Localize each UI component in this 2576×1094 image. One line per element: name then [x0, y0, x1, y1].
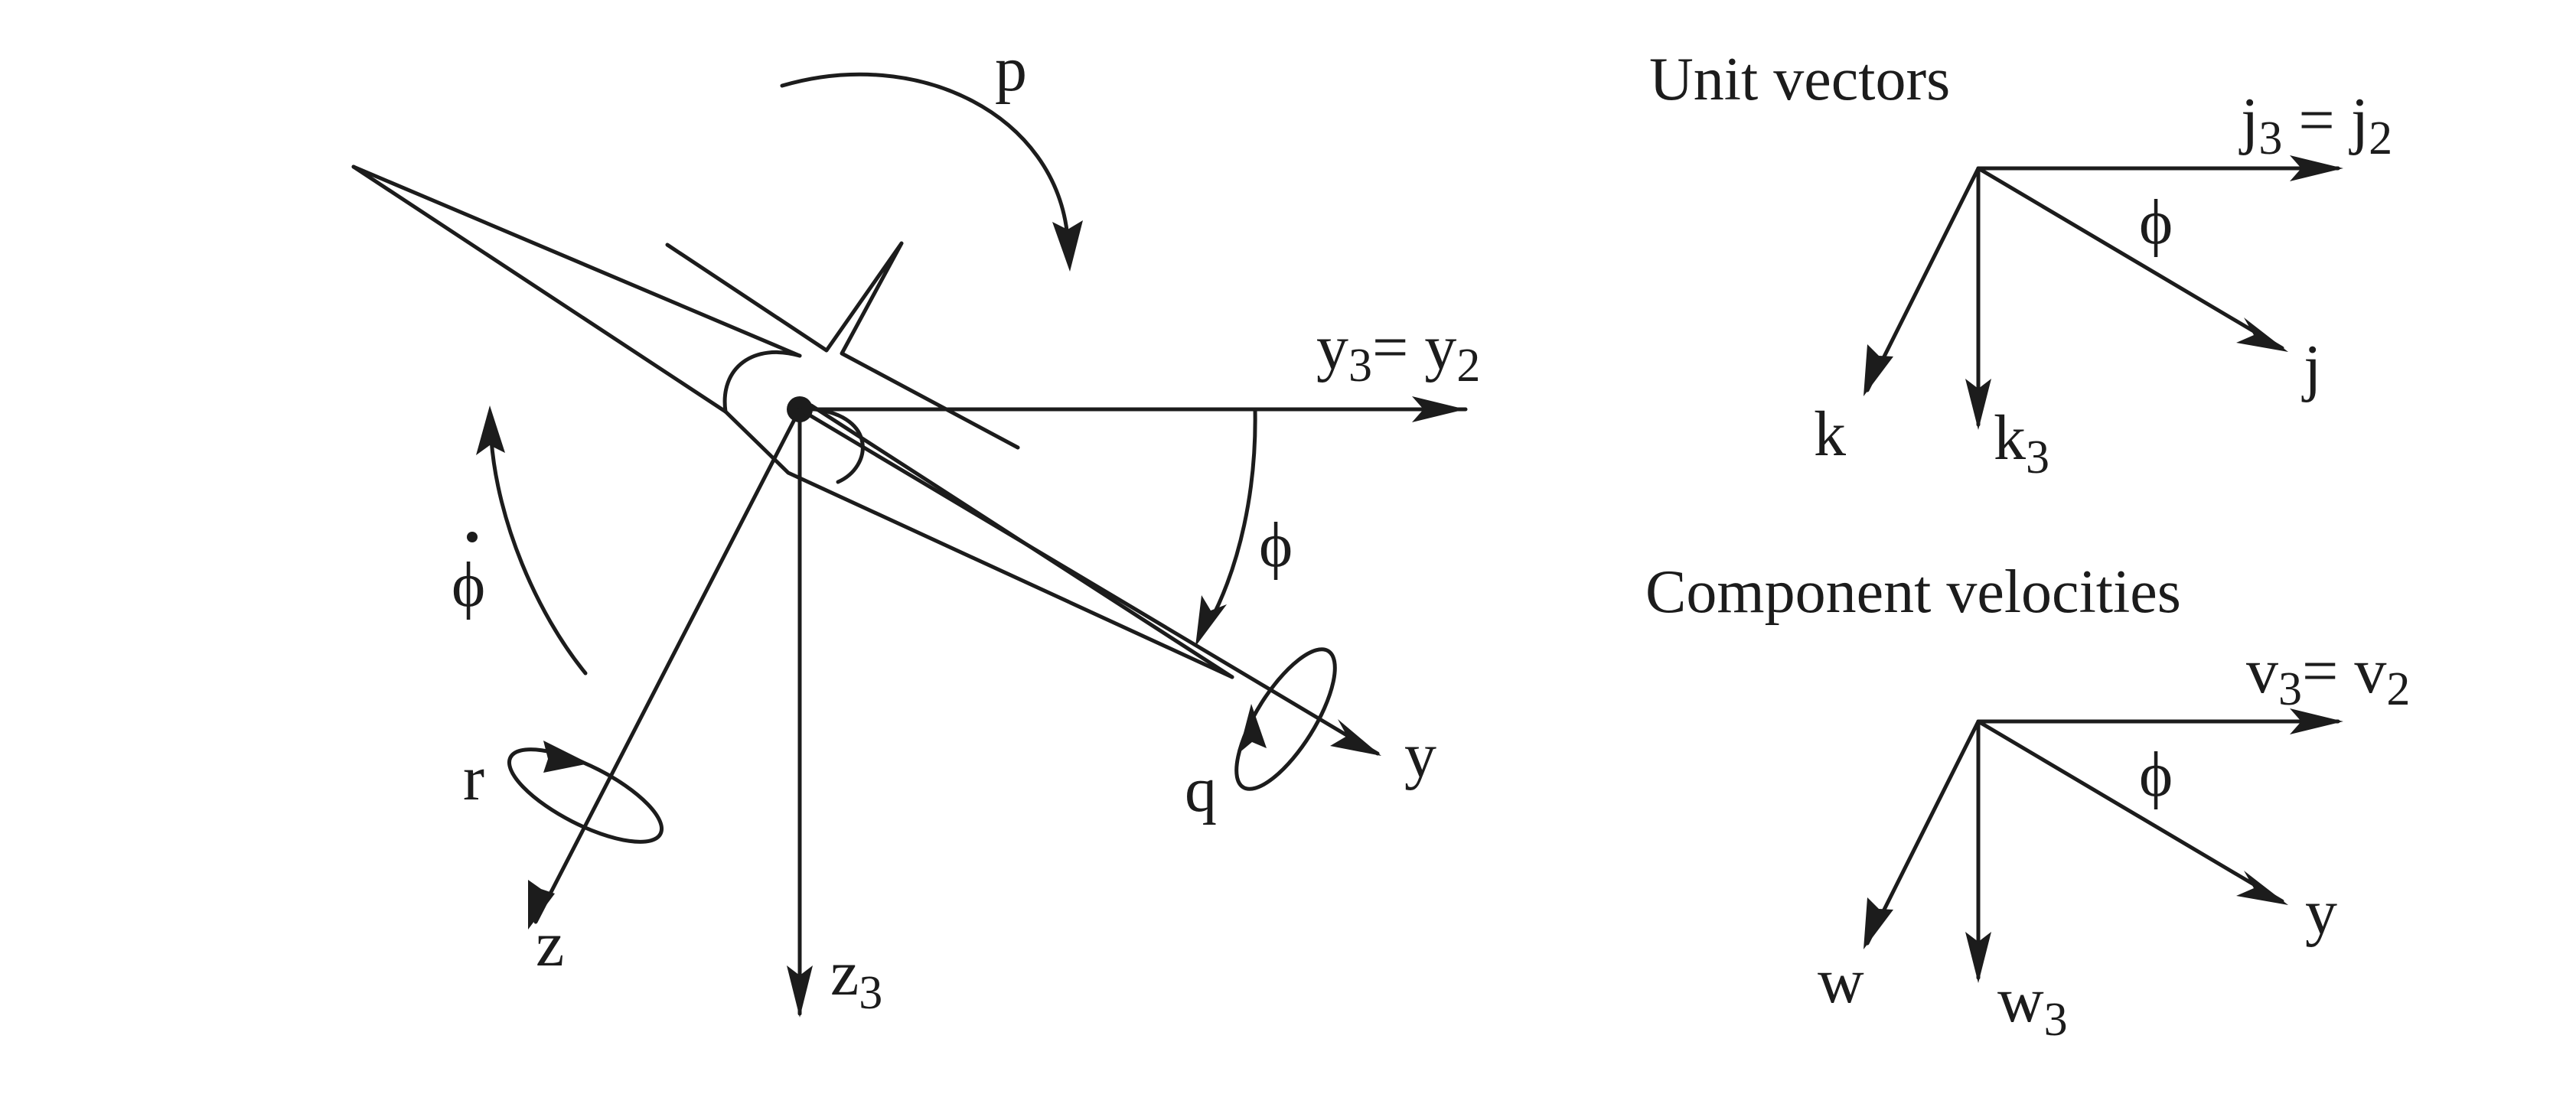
label-k: k: [1814, 399, 1846, 470]
phi-angle-arc: [1207, 407, 1257, 626]
y3-arrowhead: [1412, 396, 1466, 422]
z3-arrowhead: [787, 965, 813, 1017]
label-j: j: [2301, 332, 2321, 403]
label-phi-velocity: ϕ: [2139, 739, 2173, 810]
r-rotation-ellipse: [507, 741, 664, 844]
w-vector: [1865, 719, 1981, 946]
label-p: p: [995, 34, 1027, 105]
phi-dot-rotation-arrow: [489, 438, 588, 676]
q-rotation-ellipse: [1234, 647, 1337, 791]
y-axis-arrow: [797, 407, 1380, 756]
label-y: y: [1404, 720, 1436, 791]
label-z: z: [536, 909, 564, 980]
aircraft-outline: [351, 164, 1234, 679]
aircraft-figure: p y3= y2 ϕ ϕ r q y z z3: [351, 34, 1480, 1019]
label-y3-eq-y2: y3= y2: [1316, 312, 1480, 392]
z-axis-arrow: [533, 407, 802, 924]
label-j3-eq-j2: j3 = j2: [2239, 85, 2392, 164]
label-w: w: [1818, 946, 1864, 1017]
y-velocity-vector: [1976, 719, 2284, 904]
component-velocities-panel: Component velocities v3= v2 ϕ y w w3: [1645, 558, 2410, 1046]
component-velocities-heading: Component velocities: [1645, 558, 2181, 626]
y-arrowhead: [1330, 719, 1381, 756]
label-phi-angle: ϕ: [1259, 510, 1293, 581]
p-rotation-arrow: [780, 72, 1070, 239]
label-phi-dot: ϕ: [452, 532, 485, 620]
z-arrowhead: [528, 880, 555, 930]
label-z3: z3: [830, 938, 882, 1019]
j-vector: [1976, 166, 2284, 350]
k-vector: [1865, 166, 1981, 392]
label-v3-eq-v2: v3= v2: [2246, 636, 2410, 715]
unit-vectors-heading: Unit vectors: [1649, 46, 1950, 113]
label-q: q: [1185, 754, 1217, 825]
label-y-velocity: y: [2305, 877, 2337, 948]
label-k3: k3: [1994, 402, 2049, 484]
label-r: r: [463, 743, 484, 814]
svg-text:ϕ: ϕ: [452, 549, 485, 620]
label-w3: w3: [1997, 965, 2068, 1046]
label-phi-unit: ϕ: [2139, 187, 2173, 258]
unit-vectors-panel: Unit vectors j3 = j2 ϕ j k k3: [1649, 46, 2392, 484]
